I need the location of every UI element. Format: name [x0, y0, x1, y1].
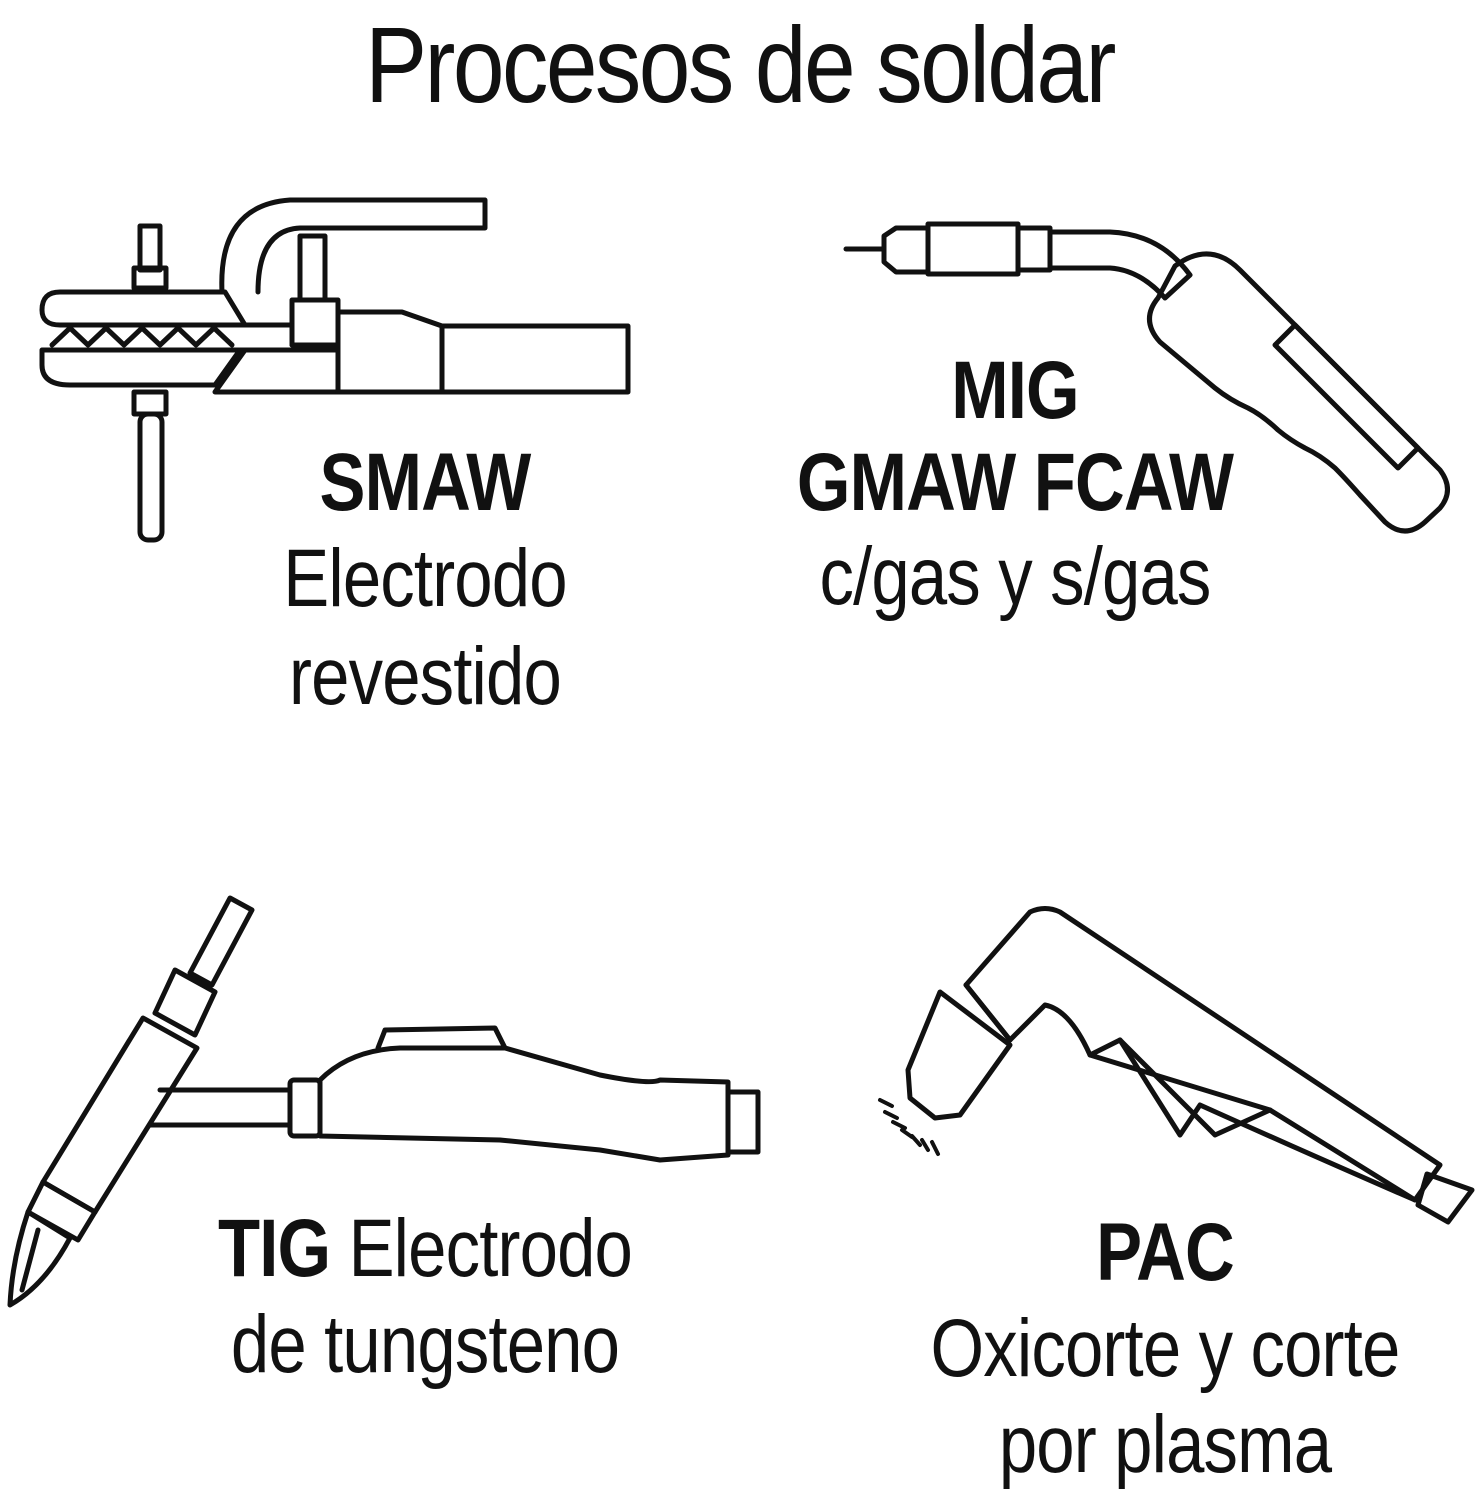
tig-line-1: de tungsteno — [230, 1299, 620, 1390]
mig-code: MIG — [951, 345, 1079, 436]
tig-first-line-rest: Electrodo — [348, 1203, 633, 1294]
pac-label: PAC Oxicorte y corte por plasma — [870, 1212, 1460, 1486]
smaw-code: SMAW — [319, 437, 532, 528]
pac-line-1: Oxicorte y corte — [930, 1303, 1401, 1394]
mig-line-1: c/gas y s/gas — [819, 531, 1211, 622]
pac-line-2: por plasma — [998, 1399, 1332, 1490]
smaw-line-1: Electrodo — [283, 533, 567, 624]
tig-label: TIG Electrodo de tungsteno — [150, 1208, 700, 1386]
pac-code: PAC — [1096, 1207, 1235, 1298]
mig-code-2: GMAW FCAW — [796, 437, 1234, 528]
tig-first-line: TIG Electrodo — [194, 1208, 656, 1290]
mig-label: MIG GMAW FCAW c/gas y s/gas — [730, 350, 1300, 618]
page-title: Procesos de soldar — [365, 4, 1116, 125]
smaw-label: SMAW Electrodo revestido — [190, 442, 660, 718]
smaw-line-2: revestido — [289, 631, 562, 722]
tig-code: TIG — [217, 1203, 331, 1294]
